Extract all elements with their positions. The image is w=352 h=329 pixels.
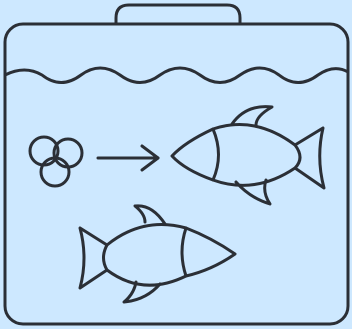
tank-handle [114, 3, 242, 26]
tank-body [3, 22, 350, 326]
fish-eggs-icon [28, 135, 84, 188]
fish-top-fin [133, 204, 167, 226]
fish-icon [78, 204, 237, 304]
fish-tail-line [102, 243, 109, 272]
fish-head [170, 127, 220, 182]
fish-tail-line [293, 143, 302, 170]
egg [39, 156, 71, 188]
fish-top-fin [230, 105, 274, 127]
fish-head [180, 226, 237, 278]
fish-body [211, 123, 326, 190]
water-surface-wave [3, 66, 350, 84]
aquarium-tank-icon [3, 3, 350, 326]
fish-icon [170, 105, 326, 206]
fish-body [78, 222, 188, 290]
fish-bottom-fin [234, 178, 272, 206]
fish-bottom-fin [122, 280, 162, 304]
arrow-right-icon [96, 144, 160, 172]
